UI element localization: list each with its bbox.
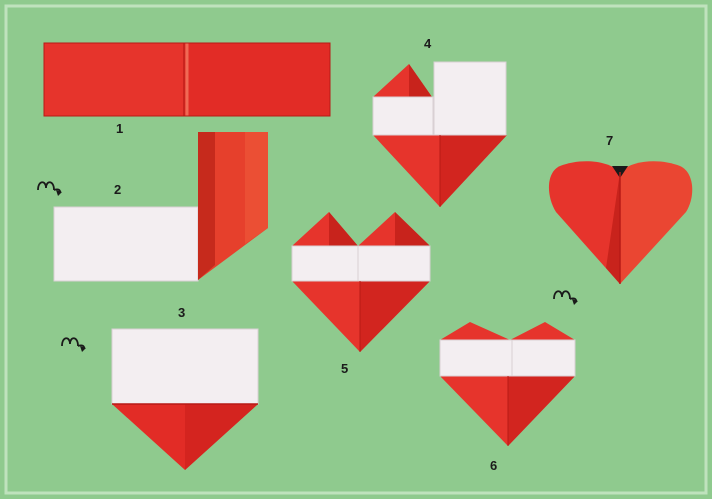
step-1-strip — [44, 43, 330, 116]
step-1-number: 1 — [116, 122, 123, 135]
step-4-number: 4 — [424, 37, 431, 50]
step-7-number: 7 — [606, 134, 613, 147]
step-2-number: 2 — [114, 183, 121, 196]
step-3-number: 3 — [178, 306, 185, 319]
step-5-number: 5 — [341, 362, 348, 375]
step-6-number: 6 — [490, 459, 497, 472]
